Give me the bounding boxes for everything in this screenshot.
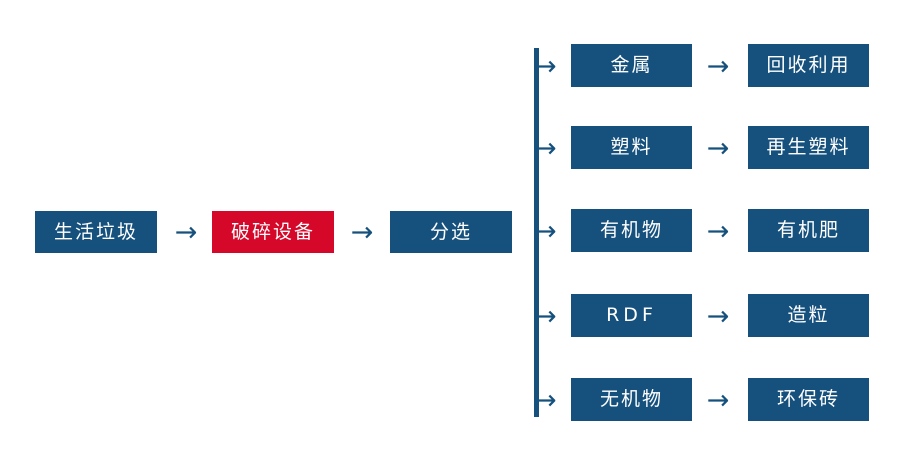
node-material-inorganic[interactable]: 无机物 xyxy=(571,378,692,421)
node-product-organic-fertilizer[interactable]: 有机肥 xyxy=(748,209,869,252)
arrow-right-icon: → xyxy=(706,132,730,164)
branch-arrow-icon: → xyxy=(534,50,557,82)
node-crusher-equipment[interactable]: 破碎设备 xyxy=(212,211,334,253)
arrow-right-icon: → xyxy=(706,50,730,82)
arrow-right-icon: → xyxy=(350,216,374,248)
node-product-eco-brick[interactable]: 环保砖 xyxy=(748,378,869,421)
arrow-right-icon: → xyxy=(706,215,730,247)
node-product-granulation[interactable]: 造粒 xyxy=(748,294,869,337)
node-sorting[interactable]: 分选 xyxy=(390,211,512,253)
node-material-organic[interactable]: 有机物 xyxy=(571,209,692,252)
branch-arrow-icon: → xyxy=(534,300,557,332)
node-material-rdf[interactable]: RDF xyxy=(571,294,692,337)
node-product-recycling[interactable]: 回收利用 xyxy=(748,44,869,87)
branch-arrow-icon: → xyxy=(534,384,557,416)
branch-trunk-line xyxy=(534,48,539,417)
node-product-recycled-plastic[interactable]: 再生塑料 xyxy=(748,126,869,169)
branch-arrow-icon: → xyxy=(534,132,557,164)
node-material-metal[interactable]: 金属 xyxy=(571,44,692,87)
arrow-right-icon: → xyxy=(174,216,198,248)
arrow-right-icon: → xyxy=(706,384,730,416)
arrow-right-icon: → xyxy=(706,300,730,332)
node-material-plastic[interactable]: 塑料 xyxy=(571,126,692,169)
branch-arrow-icon: → xyxy=(534,215,557,247)
node-main-input[interactable]: 生活垃圾 xyxy=(35,211,157,253)
